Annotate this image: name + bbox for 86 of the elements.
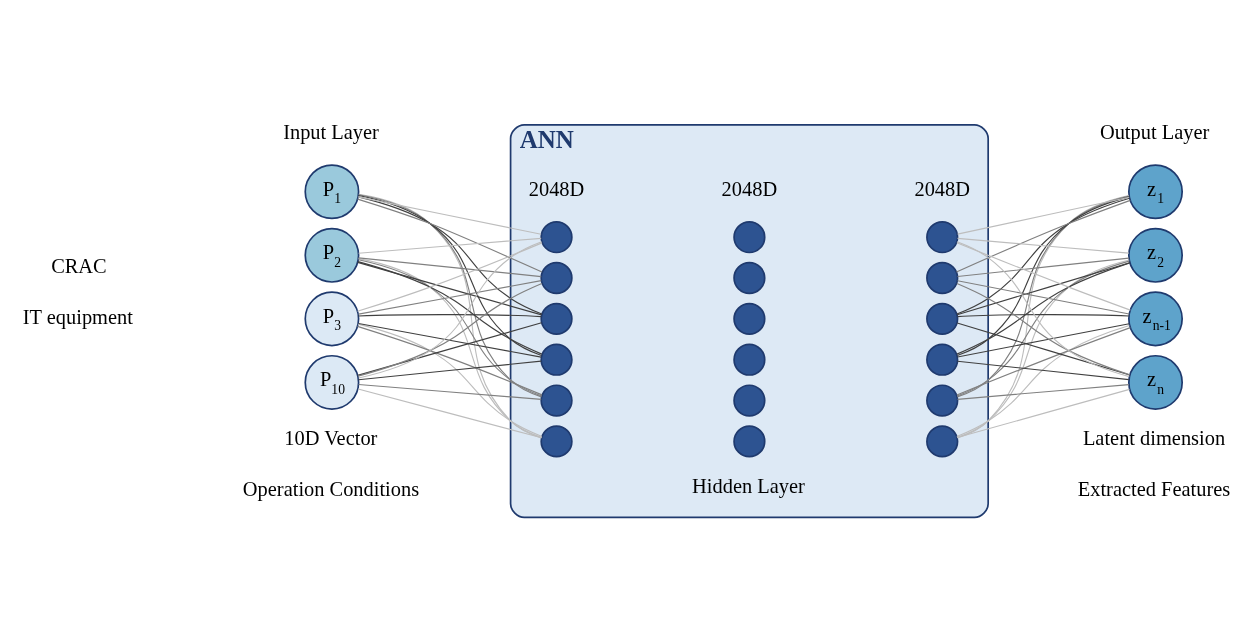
connector [956, 360, 1130, 380]
connector [956, 257, 1130, 277]
label: CRAC [51, 254, 107, 277]
connector [356, 325, 543, 395]
connector [358, 256, 542, 277]
connector [357, 282, 543, 377]
connector [956, 282, 1131, 375]
connector [956, 240, 1130, 377]
connector [956, 194, 1130, 438]
connector [956, 258, 1130, 438]
connector [357, 323, 543, 437]
node-circle [540, 343, 573, 376]
label: Operation Conditions [242, 477, 420, 500]
connector [358, 194, 542, 356]
connector [956, 195, 1130, 356]
node-circle [540, 424, 573, 458]
connector [956, 261, 1131, 315]
connector [358, 313, 542, 317]
node-circle [733, 220, 766, 253]
connector [956, 241, 1131, 311]
connector [956, 324, 1130, 437]
connector [358, 237, 542, 254]
node-circle: P$_{10}$ [304, 354, 360, 410]
connector [357, 195, 543, 315]
connector [956, 388, 1131, 438]
label: IT equipment [22, 305, 133, 328]
node-circle [926, 343, 959, 376]
connector [358, 322, 542, 358]
connector [955, 199, 1131, 273]
label: Output Layer [1099, 120, 1210, 143]
label: Hidden Layer [692, 474, 805, 497]
node-circle [733, 383, 766, 417]
connector [956, 196, 1130, 235]
node-circle [733, 343, 766, 376]
connector [357, 261, 543, 315]
connector [357, 198, 543, 273]
connector [956, 279, 1130, 315]
node-circle: z$_{n}$ [1128, 354, 1183, 410]
connector [956, 237, 1130, 254]
connector [357, 195, 542, 235]
connector [358, 360, 542, 380]
connector [956, 261, 1131, 355]
node-circle [926, 424, 959, 458]
label: 2048D [721, 177, 778, 200]
node-circle [540, 383, 573, 417]
connector [956, 197, 1131, 315]
connector [357, 257, 543, 438]
node-circle [733, 302, 766, 335]
connector [956, 313, 1130, 317]
node-circle [540, 302, 573, 335]
label: 2048D [528, 177, 585, 200]
connector [356, 241, 543, 312]
connector [956, 326, 1131, 396]
connector [358, 193, 543, 397]
connector [956, 321, 1131, 376]
connector [357, 260, 543, 355]
connector [956, 322, 1130, 358]
node-circle [926, 261, 959, 294]
node-circle [926, 220, 959, 253]
connector [358, 240, 543, 379]
node-circle: P$_{2}$ [304, 227, 360, 283]
label: 10D Vector [284, 426, 378, 449]
node-circle [540, 261, 573, 294]
connector [358, 383, 542, 400]
node-circle: z$_{n-1}$ [1128, 290, 1183, 346]
node-circle: z$_{2}$ [1128, 227, 1183, 283]
node-circle [926, 302, 959, 335]
connector [357, 321, 543, 376]
node-circle [733, 424, 766, 458]
label: Latent dimension [1082, 426, 1226, 449]
connector [358, 258, 543, 397]
node-circle: P$_{1}$ [304, 163, 360, 219]
node-circle: P$_{3}$ [304, 290, 360, 346]
connector [358, 279, 542, 315]
connector [956, 260, 1130, 397]
label: 2048D [914, 177, 970, 200]
connector [358, 193, 542, 438]
label: Input Layer [283, 120, 379, 143]
label: Extracted Features [1077, 477, 1231, 500]
connector [357, 387, 543, 438]
connector [956, 195, 1130, 397]
node-circle [540, 220, 573, 253]
connector [956, 383, 1130, 400]
node-circle [926, 383, 959, 417]
node-circle [733, 261, 766, 294]
node-circle: z$_{1}$ [1128, 163, 1183, 219]
